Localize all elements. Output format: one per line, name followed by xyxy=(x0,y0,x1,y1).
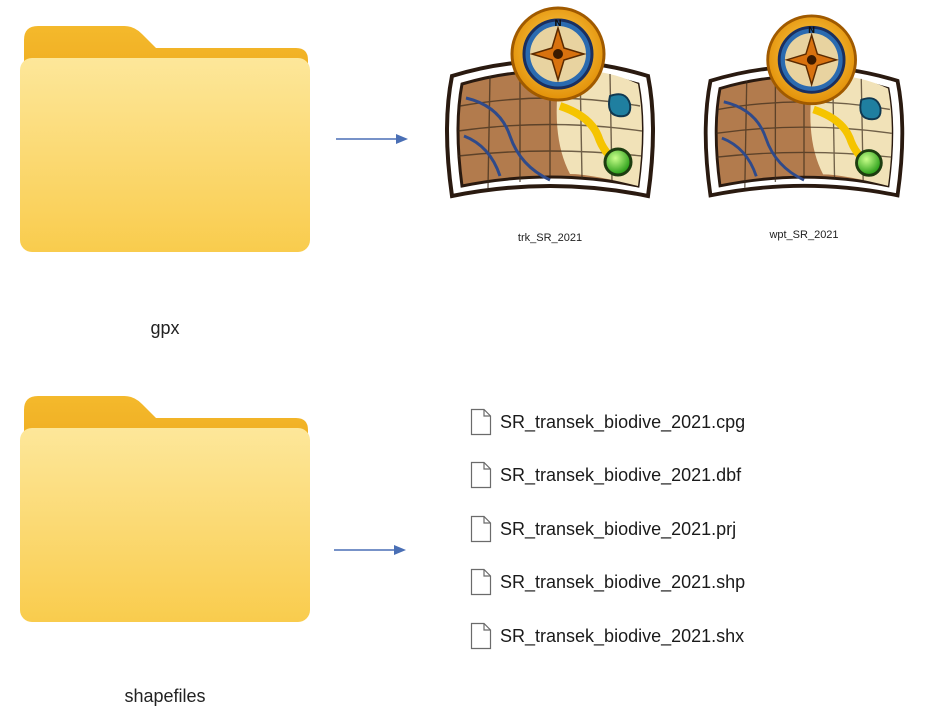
folder-icon xyxy=(20,22,310,252)
file-name: SR_transek_biodive_2021.shx xyxy=(500,626,745,646)
shapefiles-folder-label: shapefiles xyxy=(124,686,206,706)
file-name: SR_transek_biodive_2021.dbf xyxy=(500,465,742,485)
document-icon xyxy=(470,408,492,436)
gpx-folder[interactable] xyxy=(20,22,310,252)
arrow-right-icon xyxy=(336,132,408,146)
file-name: SR_transek_biodive_2021.shp xyxy=(500,572,746,592)
gpx-file-label: trk_SR_2021 xyxy=(517,232,583,244)
list-item[interactable]: SR_transek_biodive_2021.cpg xyxy=(470,408,910,436)
gpx-map-compass-icon xyxy=(440,6,660,226)
shapefiles-folder[interactable] xyxy=(20,392,310,622)
list-item[interactable]: SR_transek_biodive_2021.prj xyxy=(470,515,910,543)
gpx-file-wpt[interactable]: wpt_SR_2021 xyxy=(694,14,914,246)
document-icon xyxy=(470,461,492,489)
list-item[interactable]: SR_transek_biodive_2021.shp xyxy=(470,568,910,596)
arrow-right-icon xyxy=(334,543,406,557)
gpx-file-trk[interactable]: trk_SR_2021 xyxy=(440,6,662,246)
document-icon xyxy=(470,515,492,543)
list-item[interactable]: SR_transek_biodive_2021.dbf xyxy=(470,461,910,489)
file-name: SR_transek_biodive_2021.prj xyxy=(500,519,737,539)
gpx-folder-label: gpx xyxy=(150,318,180,338)
list-item[interactable]: SR_transek_biodive_2021.shx xyxy=(470,622,910,650)
file-name: SR_transek_biodive_2021.cpg xyxy=(500,412,746,432)
gpx-file-label: wpt_SR_2021 xyxy=(769,229,839,241)
folder-icon xyxy=(20,392,310,622)
document-icon xyxy=(470,568,492,596)
gpx-map-compass-icon xyxy=(694,14,914,224)
document-icon xyxy=(470,622,492,650)
